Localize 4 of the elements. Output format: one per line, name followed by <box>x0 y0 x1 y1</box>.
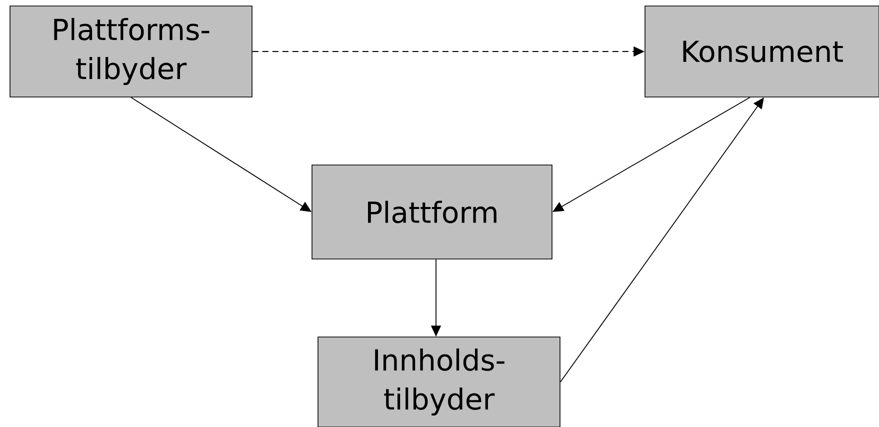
process-box: Innholds- tilbyder <box>318 336 560 427</box>
process-box: Plattform <box>312 164 552 260</box>
process-box: Konsument <box>644 6 879 98</box>
process-box: Plattforms- tilbyder <box>10 6 252 98</box>
